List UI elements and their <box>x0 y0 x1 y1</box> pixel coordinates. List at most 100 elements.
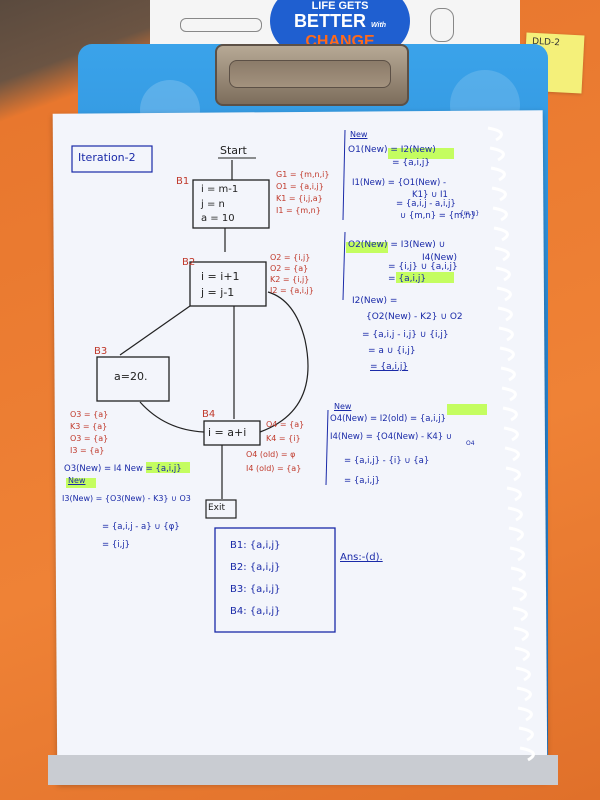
gen-kill-b4: K4 = {i} <box>266 434 301 443</box>
spiral-coil <box>514 646 530 662</box>
spiral-coil <box>507 506 523 522</box>
eq-line: I4(New) = {O4(New) - K4} ∪ <box>330 432 453 442</box>
eq-line: = {a,i,j} <box>370 362 409 372</box>
edge-b3-b4 <box>139 401 205 433</box>
eq-line: = {a,i,j} <box>388 274 427 284</box>
eq-line: K1} ∪ I1 <box>412 190 448 200</box>
gen-kill-b3: K3 = {a} <box>70 422 108 431</box>
eq-line: O4(New) = I2(old) = {a,i,j} <box>330 414 446 424</box>
block-b4-label: B4 <box>202 409 216 420</box>
eq-corner: {m,n} <box>460 210 480 217</box>
summary-row: B2: {a,i,j} <box>230 562 281 573</box>
spiral-coil <box>487 126 503 142</box>
block-b1-label: B1 <box>176 176 190 187</box>
clipboard-clip <box>215 44 409 106</box>
spiral-coil <box>504 446 520 462</box>
spiral-coil <box>519 746 535 762</box>
block-b4-box <box>203 420 261 446</box>
spiral-coil <box>517 706 533 722</box>
spiral-coil <box>518 726 534 742</box>
spiral-coil <box>493 226 509 242</box>
eq-superscript: O4 <box>466 440 475 447</box>
gen-kill-b1: I1 = {m,n} <box>276 206 321 215</box>
new-tag: New <box>350 130 368 139</box>
start-label: Start <box>220 144 247 157</box>
gen-kill-b2: I2 = {a,i,j} <box>270 286 314 295</box>
block-b1-line: j = n <box>201 199 225 210</box>
cocoon-doodle <box>430 8 454 42</box>
divider-line <box>325 409 329 486</box>
block-b1-line: a = 10 <box>201 213 235 224</box>
booklet-line2-small: With <box>370 22 387 29</box>
eq-line: = {a,i,j} <box>392 158 431 168</box>
eq-line: = {a,i,j} <box>344 476 380 486</box>
eq-line: = {a,i,j - i,j} ∪ {i,j} <box>362 330 449 340</box>
spiral-coil <box>513 626 529 642</box>
eq-line: O1(New) = I2(New) <box>348 145 436 155</box>
eq-line: {O2(New) - K2} ∪ O2 <box>366 312 463 322</box>
eq-line: = {a,i,j} - {i} ∪ {a} <box>344 456 430 466</box>
eq-line: O2(New) = I3(New) ∪ <box>348 240 446 250</box>
spiral-coil <box>495 266 511 282</box>
gen-kill-b4: O4 (old) = φ <box>246 450 296 459</box>
spiral-coil <box>494 246 510 262</box>
booklet-line1: LIFE GETS <box>311 0 369 12</box>
booklet-line2: BETTER <box>293 11 366 31</box>
spiral-coil <box>501 386 517 402</box>
summary-row: B3: {a,i,j} <box>230 584 281 595</box>
block-b3-line: a=20. <box>114 370 148 383</box>
gen-kill-b1: K1 = {i,j,a} <box>276 194 323 203</box>
block-b2-label: B2 <box>182 257 196 268</box>
summary-row: B1: {a,i,j} <box>230 540 281 551</box>
eq-line: I4(New) <box>422 253 458 263</box>
clip-inner-plate <box>229 60 391 88</box>
block-b2-line: i = i+1 <box>201 270 240 283</box>
spiral-coil <box>500 366 516 382</box>
block-b3-box <box>96 356 170 402</box>
eq-line: I2(New) = <box>352 296 398 306</box>
summary-box <box>214 527 336 633</box>
spiral-coil <box>515 666 531 682</box>
edge-b4-b2-loop <box>259 291 309 433</box>
gen-kill-b3: O3 = {a} <box>70 434 109 443</box>
spiral-coil <box>506 486 522 502</box>
gen-kill-b3: I3 = {a} <box>70 446 105 455</box>
spiral-coil <box>498 326 514 342</box>
new-tag: New <box>334 402 352 411</box>
spiral-coil <box>512 606 528 622</box>
gen-kill-b2: O2 = {i,j} <box>270 253 311 262</box>
caterpillar-doodle <box>180 18 262 32</box>
gen-kill-b2: K2 = {i,j} <box>270 275 310 284</box>
highlight <box>146 462 190 473</box>
exit-box <box>205 499 237 519</box>
gen-kill-b4: I4 (old) = {a} <box>246 464 302 473</box>
spiral-coil <box>499 346 515 362</box>
exit-label: Exit <box>208 503 226 513</box>
gen-kill-b1: G1 = {m,n,i} <box>276 170 330 179</box>
summary-row: B4: {a,i,j} <box>230 606 281 617</box>
spiral-coil <box>490 166 506 182</box>
highlight <box>66 478 96 488</box>
eq-line: = {a,i,j - a} ∪ {φ} <box>102 522 180 532</box>
spiral-coil <box>505 466 521 482</box>
gen-kill-b1: O1 = {a,i,j} <box>276 182 324 191</box>
block-b3-label: B3 <box>94 346 108 357</box>
spiral-coil <box>492 206 508 222</box>
eq-line: = {i,j} ∪ {a,i,j} <box>388 262 458 272</box>
eq-line: = {i,j} <box>102 540 131 550</box>
gen-kill-b4: O4 = {a} <box>266 420 305 429</box>
spiral-coil <box>496 286 512 302</box>
spiral-coil <box>516 686 532 702</box>
block-b4-line: i = a+i <box>208 426 247 439</box>
eq-line: ∪ {m,n} = {m,n} <box>400 211 476 221</box>
notebook-back-cover <box>48 755 558 785</box>
divider-line <box>342 129 346 221</box>
eq-line: = {a,i,j - a,i,j} <box>396 199 456 209</box>
divider-line <box>342 231 346 301</box>
spiral-coil <box>497 306 513 322</box>
highlight <box>447 404 487 415</box>
eq-line: I3(New) = {O3(New) - K3} ∪ O3 <box>62 494 191 503</box>
new-tag: New <box>68 476 86 485</box>
spiral-binding <box>487 126 535 762</box>
